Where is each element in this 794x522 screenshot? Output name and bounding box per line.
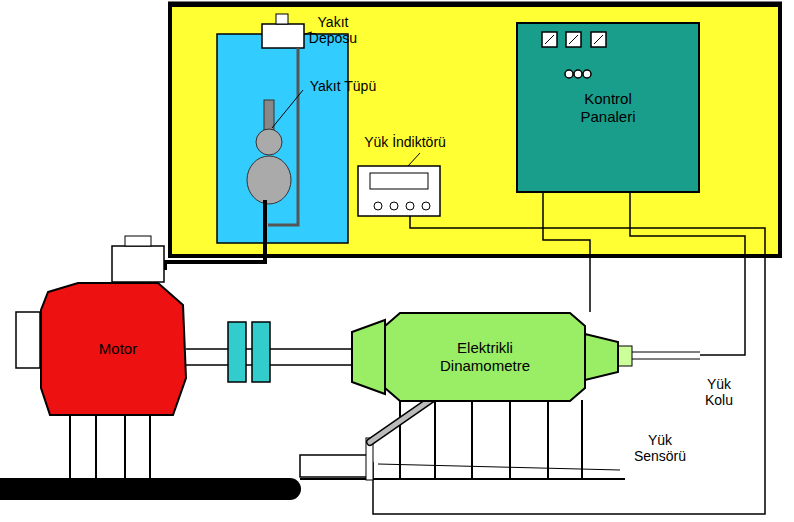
arm-wire [632, 359, 700, 360]
tube-bulb [247, 156, 291, 204]
fuel-line [165, 200, 265, 270]
coupling [252, 322, 270, 382]
dynamometer: Elektrikli Dinamometre [350, 312, 620, 402]
part-label: Yük İndiktörü [350, 134, 460, 150]
tank-cap [276, 14, 288, 24]
tube-bulb [256, 129, 282, 155]
leader-line [378, 464, 620, 470]
injector-top [125, 236, 151, 246]
leader-line [272, 90, 303, 128]
control-panel: Kontrol Panaleri [516, 22, 700, 193]
dyno-base [300, 478, 625, 480]
yellow-panel [170, 5, 780, 256]
engine-block: Motor [38, 280, 198, 418]
panel-top [168, 2, 782, 7]
fuel-board [217, 34, 348, 243]
part-label: Yük Sensörü [624, 432, 696, 464]
coupling [228, 322, 246, 382]
arm-wire [630, 193, 745, 355]
motor-legs [70, 410, 150, 478]
indicator-button [390, 202, 398, 210]
base-plate [0, 478, 301, 500]
dyno-output [618, 346, 632, 366]
sensor-wire [373, 216, 765, 514]
node-text: Elektrikli Dinamometre [430, 339, 540, 375]
control-wire [543, 193, 590, 312]
node-text: Kontrol Panaleri [568, 90, 648, 126]
indicator-button [374, 202, 382, 210]
load-indicator [358, 166, 440, 216]
load-sensor [300, 455, 370, 477]
leader-line [408, 153, 420, 166]
indicator-button [422, 202, 430, 210]
fuel-tank [262, 24, 304, 48]
indicator-display [370, 173, 428, 189]
indicator-button [406, 202, 414, 210]
part-label: Yakıt Tüpü [300, 78, 386, 94]
arm-wire [632, 352, 700, 353]
part-label: Yük Kolu [697, 376, 741, 408]
part-label: Yakıt Deposu [306, 14, 360, 46]
flywheel [16, 312, 40, 368]
tube-neck [264, 100, 274, 130]
node-text: Motor [83, 340, 153, 358]
injector [112, 246, 164, 282]
